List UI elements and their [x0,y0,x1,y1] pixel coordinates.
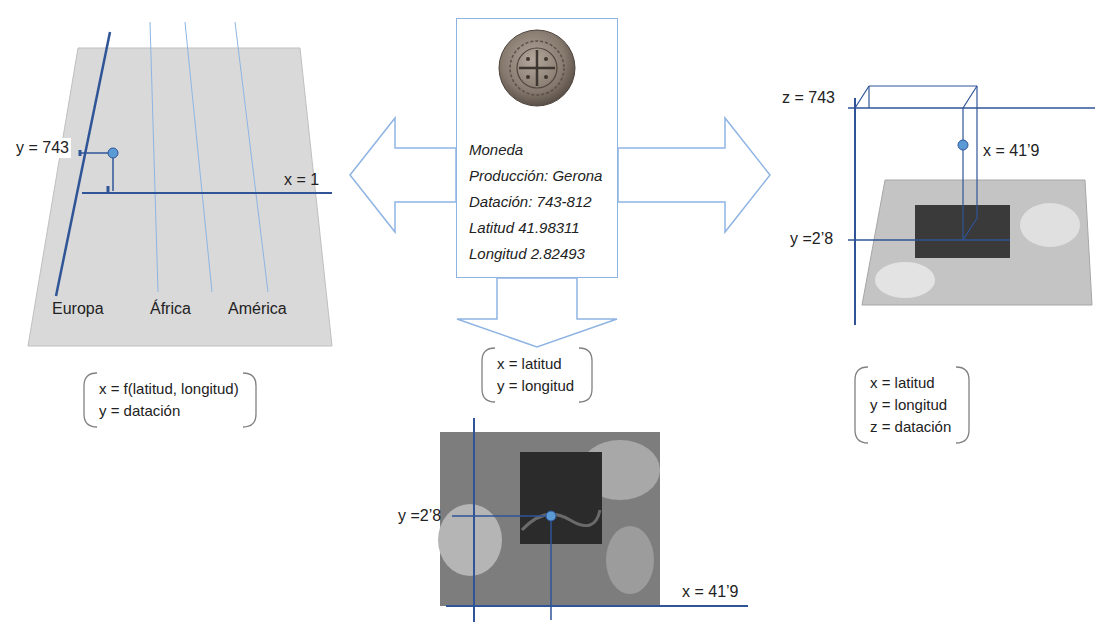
region-line [235,22,268,292]
map-inset [520,452,602,544]
block-arrow [350,118,456,232]
tick-mark [107,186,110,193]
coin-disc [499,30,575,106]
axis-label: z = 743 [782,88,835,108]
right-parenthesis [956,367,969,443]
axis-label: Europa [52,299,104,319]
data-point [958,140,968,150]
text-line: Datación: 743-812 [469,189,605,215]
map-panel: y =2’8 x = 41’9 [392,412,760,626]
coin-dot [544,57,548,61]
x-axis [82,192,332,194]
text-line: z = datación [870,416,954,438]
left-parenthesis [84,373,97,427]
y-axis [56,32,110,296]
data-point [108,148,118,158]
document-card: MonedaProducción: GeronaDatación: 743-81… [456,18,618,278]
text-line: Longitud 2.82493 [469,241,605,267]
y-axis [473,418,475,622]
block-arrow [457,278,617,347]
region-line [150,22,158,292]
x-axis [446,605,748,607]
cube-edge [962,108,963,240]
axis-label: África [150,299,191,319]
y-level-line [848,239,1010,241]
cube-edge [963,218,977,240]
left-parenthesis [482,348,495,402]
cube-edge [976,86,977,218]
left-parenthesis [855,367,868,443]
coin-dot [526,57,530,61]
text-line: Producción: Gerona [469,163,605,189]
tick-mark [79,150,82,156]
plane-surface [28,48,332,346]
formula-bracket: x = latitudy = longitud [481,347,593,403]
map-land [875,262,935,298]
axis-label: América [228,299,287,319]
text-line: x = f(latitud, longitud) [99,378,241,400]
text-line: y = longitud [497,375,577,397]
leader-line [452,515,546,517]
axis-label: y = 743 [14,138,71,158]
text-line: x = latitud [870,372,954,394]
cube-edge [869,85,977,86]
axis-label: y =2’8 [398,506,441,526]
text-line: y = longitud [870,394,954,416]
leader-line [550,521,552,620]
axis-label: x = 1 [284,170,319,190]
text-line: x = latitud [497,353,577,375]
text-line: y = datación [99,400,241,422]
z-axis [854,98,856,325]
coin-ring [510,41,564,95]
text-line: Latitud 41.98311 [469,215,605,241]
leader-line [80,152,110,154]
right-parenthesis [579,348,592,402]
data-point [546,511,556,521]
right-parenthesis [243,373,256,427]
cube-edge [855,86,869,108]
space-time-cube [848,86,1095,325]
axis-label: x = 41’9 [983,141,1039,161]
cube-edge [868,86,869,108]
cube-edge [963,86,977,108]
axis-label: y =2’8 [790,229,833,249]
coin-dot [544,75,548,79]
time-plane [28,22,332,346]
formula-bracket: x = latitudy = longitudz = datación [854,366,970,444]
map-land [1020,203,1080,247]
formula-bracket: x = f(latitud, longitud)y = datación [83,372,257,428]
block-arrow [618,118,770,232]
axis-label: x = 41’9 [682,582,738,602]
z-level-line [848,107,1095,109]
coin-dot [526,75,530,79]
cube-panel: z = 743 x = 41’9 y =2’8 [770,60,1095,330]
leader-line [112,158,114,191]
coin-cross [519,67,555,70]
map-coast [522,510,600,530]
map-land [438,504,502,576]
time-plane-panel: y = 743 x = 1 Europa África América [5,15,350,355]
map-plot [438,418,748,622]
text-line: Moneda [469,137,605,163]
coin-inner-ring [517,48,557,88]
map-land [606,526,654,594]
coin-image [499,30,575,106]
region-line [185,22,212,292]
